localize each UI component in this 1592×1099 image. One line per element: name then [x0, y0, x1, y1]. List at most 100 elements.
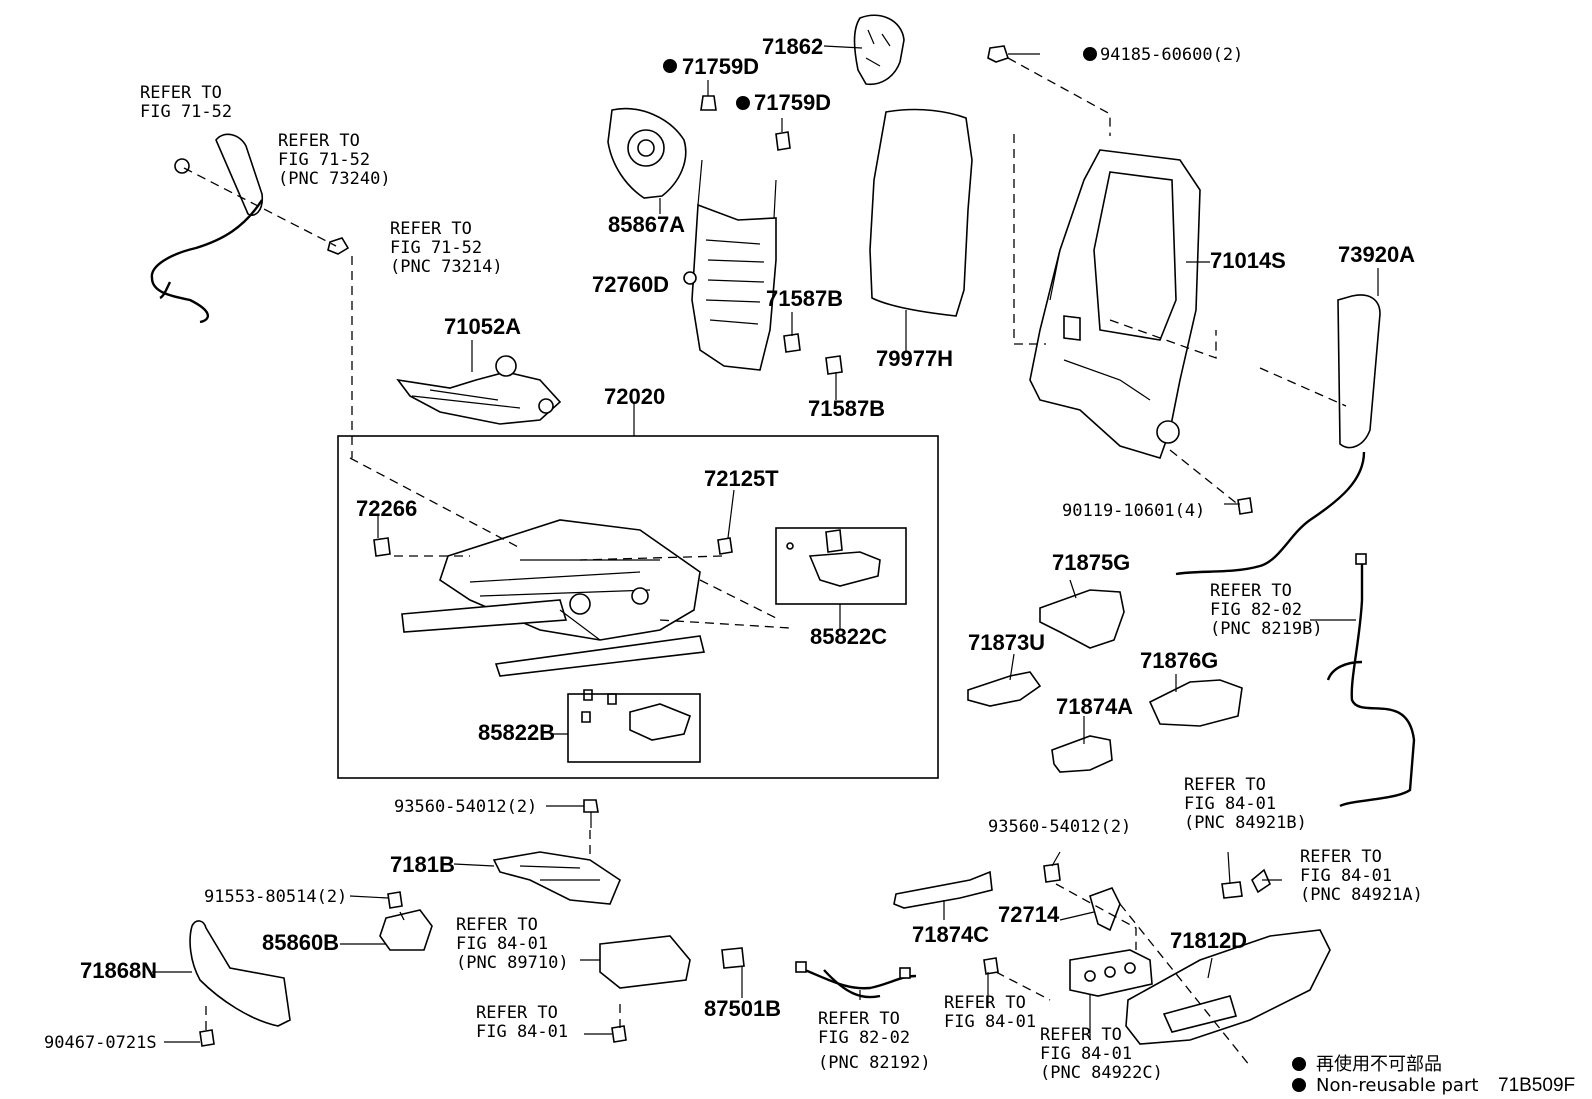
bullet-icon	[1292, 1057, 1306, 1071]
svg-text:REFER TO: REFER TO	[1300, 847, 1382, 867]
refer-r1: REFER TO FIG 71-52	[140, 83, 232, 122]
label-85867A: 85867A	[608, 212, 685, 237]
label-71873U: 71873U	[968, 630, 1045, 655]
cover-71875G	[1039, 589, 1125, 649]
motor-85822C	[786, 529, 881, 587]
svg-text:REFER TO: REFER TO	[1040, 1025, 1122, 1045]
refer-r6: REFER TO FIG 84-01 (PNC 84921A)	[1300, 847, 1423, 905]
screw-84-01	[611, 1025, 627, 1043]
cover-71874A	[1051, 735, 1113, 773]
switch-knob-73240	[150, 133, 264, 324]
svg-text:FIG 84-01: FIG 84-01	[1184, 794, 1276, 814]
motor-85822B	[581, 689, 691, 741]
refer-r4: REFER TO FIG 82-02 (PNC 8219B)	[1210, 581, 1323, 639]
clip-71587B-a	[783, 333, 801, 353]
svg-text:FIG 82-02: FIG 82-02	[1210, 600, 1302, 620]
figure-id: 71B509F	[1498, 1075, 1576, 1096]
seat-adjuster-72020	[401, 519, 705, 677]
svg-text:FIG 71-52: FIG 71-52	[278, 150, 370, 170]
svg-text:FIG 71-52: FIG 71-52	[390, 238, 482, 258]
legend-ja-text: 再使用不可部品	[1316, 1054, 1442, 1075]
svg-text:FIG 82-02: FIG 82-02	[818, 1028, 910, 1048]
svg-text:FIG 84-01: FIG 84-01	[1040, 1044, 1132, 1064]
cover-85867A	[607, 107, 687, 199]
motor-85822B-box	[567, 693, 701, 763]
harness-82192	[795, 961, 917, 999]
svg-text:FIG 84-01: FIG 84-01	[1300, 866, 1392, 886]
label-71875G: 71875G	[1052, 550, 1130, 575]
legend-non-reusable-en: Non-reusable part	[1292, 1075, 1478, 1096]
non-reusable-dot	[1083, 47, 1097, 61]
leader-lines	[152, 45, 1379, 1043]
svg-text:(PNC 84921B): (PNC 84921B)	[1184, 813, 1307, 833]
label-72760D: 72760D	[592, 272, 669, 297]
label-71759D-b: 71759D	[754, 90, 831, 115]
bolt-90119	[1224, 497, 1253, 515]
harness-8219B	[1326, 553, 1416, 808]
cover-71873U	[967, 671, 1042, 707]
svg-text:FIG 84-01: FIG 84-01	[456, 934, 548, 954]
mechanism-71052A	[396, 355, 562, 425]
svg-text:REFER TO: REFER TO	[1184, 775, 1266, 795]
seatback-pad-79977H	[869, 108, 973, 317]
svg-text:REFER TO: REFER TO	[278, 131, 360, 151]
headrest-guide-cap-71862	[853, 14, 905, 86]
bullet-icon	[1292, 1078, 1306, 1092]
svg-text:REFER TO: REFER TO	[944, 993, 1026, 1013]
nut-73214	[327, 237, 350, 255]
refer-r3: REFER TO FIG 71-52 (PNC 73214)	[390, 219, 503, 277]
label-72125T: 72125T	[704, 466, 779, 491]
clip-71759D-b	[775, 118, 791, 151]
seat-adjuster-group-box	[337, 435, 939, 779]
svg-text:REFER TO: REFER TO	[1210, 581, 1292, 601]
dashed-guide-lines	[183, 57, 1347, 1067]
legend-en-text: Non-reusable part	[1316, 1075, 1479, 1096]
label-72020: 72020	[604, 384, 665, 409]
label-71862: 71862	[762, 34, 823, 59]
svg-text:FIG 84-01: FIG 84-01	[944, 1012, 1036, 1032]
screw-93560-b	[1043, 863, 1061, 883]
svg-text:(PNC 84921A): (PNC 84921A)	[1300, 885, 1423, 905]
label-94185: 94185-60600(2)	[1100, 45, 1243, 65]
bracket-72714	[1089, 887, 1121, 932]
svg-text:FIG 71-52: FIG 71-52	[140, 102, 232, 122]
cover-71874C	[893, 870, 993, 909]
refer-r5: REFER TO FIG 84-01 (PNC 84921B)	[1184, 775, 1307, 833]
label-90467: 90467-0721S	[44, 1033, 157, 1053]
non-reusable-dot	[663, 59, 677, 73]
shield-71868N	[189, 920, 291, 1027]
clip-71587B-b	[825, 355, 843, 375]
refer-r8: REFER TO FIG 84-01	[476, 1003, 568, 1042]
clip-71759D-a	[700, 80, 717, 111]
svg-text:REFER TO: REFER TO	[390, 219, 472, 239]
label-73920A: 73920A	[1338, 242, 1415, 267]
svg-text:(PNC 89710): (PNC 89710)	[456, 953, 569, 973]
bolt-91553	[387, 891, 403, 909]
connector-87501B	[721, 947, 745, 969]
label-7181B: 7181B	[390, 852, 455, 877]
cap-72266	[373, 537, 391, 557]
label-71587B-a: 71587B	[766, 286, 843, 311]
svg-text:(PNC 82192): (PNC 82192)	[818, 1053, 931, 1073]
label-91553: 91553-80514(2)	[204, 887, 347, 907]
refer-r2: REFER TO FIG 71-52 (PNC 73240)	[278, 131, 391, 189]
label-87501B: 87501B	[704, 996, 781, 1021]
refer-r10: REFER TO FIG 84-01	[944, 993, 1036, 1032]
svg-text:REFER TO: REFER TO	[476, 1003, 558, 1023]
ecu-89710	[599, 935, 691, 989]
refer-r9: REFER TO FIG 82-02 (PNC 82192)	[818, 1009, 931, 1073]
label-93560-a: 93560-54012(2)	[394, 797, 537, 817]
label-93560-b: 93560-54012(2)	[988, 817, 1131, 837]
label-72266: 72266	[356, 496, 417, 521]
label-85822B: 85822B	[478, 720, 555, 745]
svg-text:(PNC 73240): (PNC 73240)	[278, 169, 391, 189]
label-71014S: 71014S	[1210, 248, 1286, 273]
label-71876G: 71876G	[1140, 648, 1218, 673]
label-72714: 72714	[998, 902, 1060, 927]
side-cover-71812D	[1125, 929, 1331, 1045]
knob-84921B	[1221, 881, 1243, 899]
svg-text:REFER TO: REFER TO	[456, 915, 538, 935]
label-79977H: 79977H	[876, 346, 953, 371]
pin-84-01	[983, 957, 999, 975]
cover-71876G	[1148, 679, 1243, 727]
